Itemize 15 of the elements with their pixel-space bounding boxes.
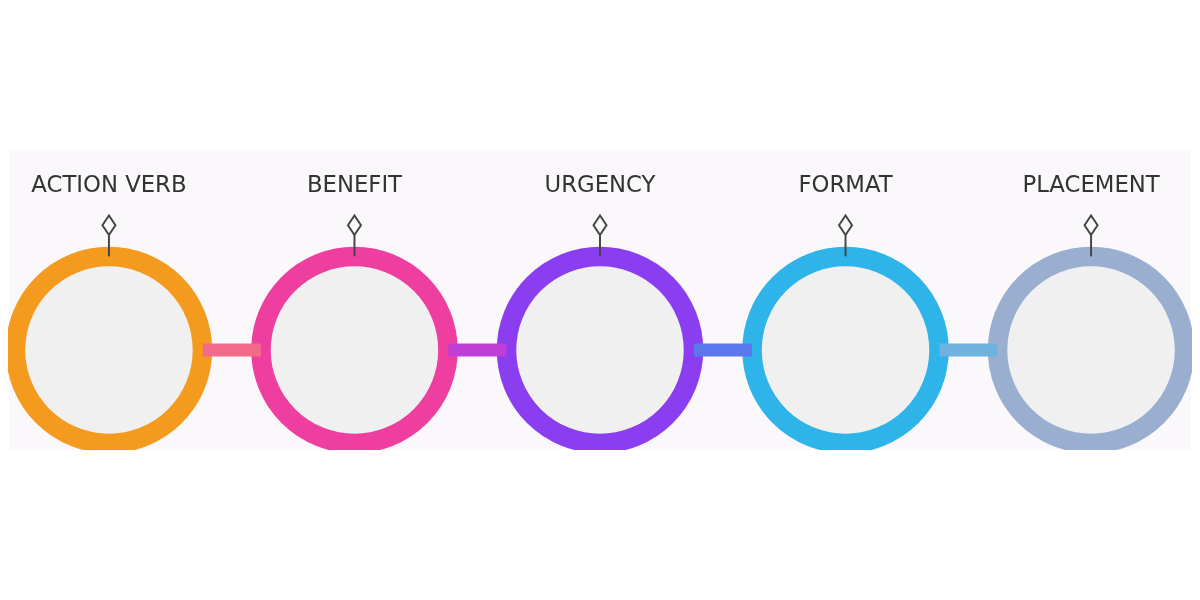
node-text: BENEFIT <box>306 170 403 197</box>
node-circle <box>987 246 1192 450</box>
node-circle <box>496 246 704 450</box>
node-text: PLACEMENT <box>1022 170 1160 197</box>
node-circle <box>251 246 458 450</box>
node-circle <box>742 246 949 450</box>
connector <box>1083 213 1099 258</box>
node-circle <box>8 246 213 450</box>
node-text: ACTION VERB <box>31 170 187 197</box>
connector <box>592 213 608 258</box>
connector <box>101 213 117 258</box>
node-text: URGENCY <box>544 170 656 197</box>
connector <box>346 213 363 258</box>
node-text: FORMAT <box>798 170 893 197</box>
connector <box>837 213 854 258</box>
